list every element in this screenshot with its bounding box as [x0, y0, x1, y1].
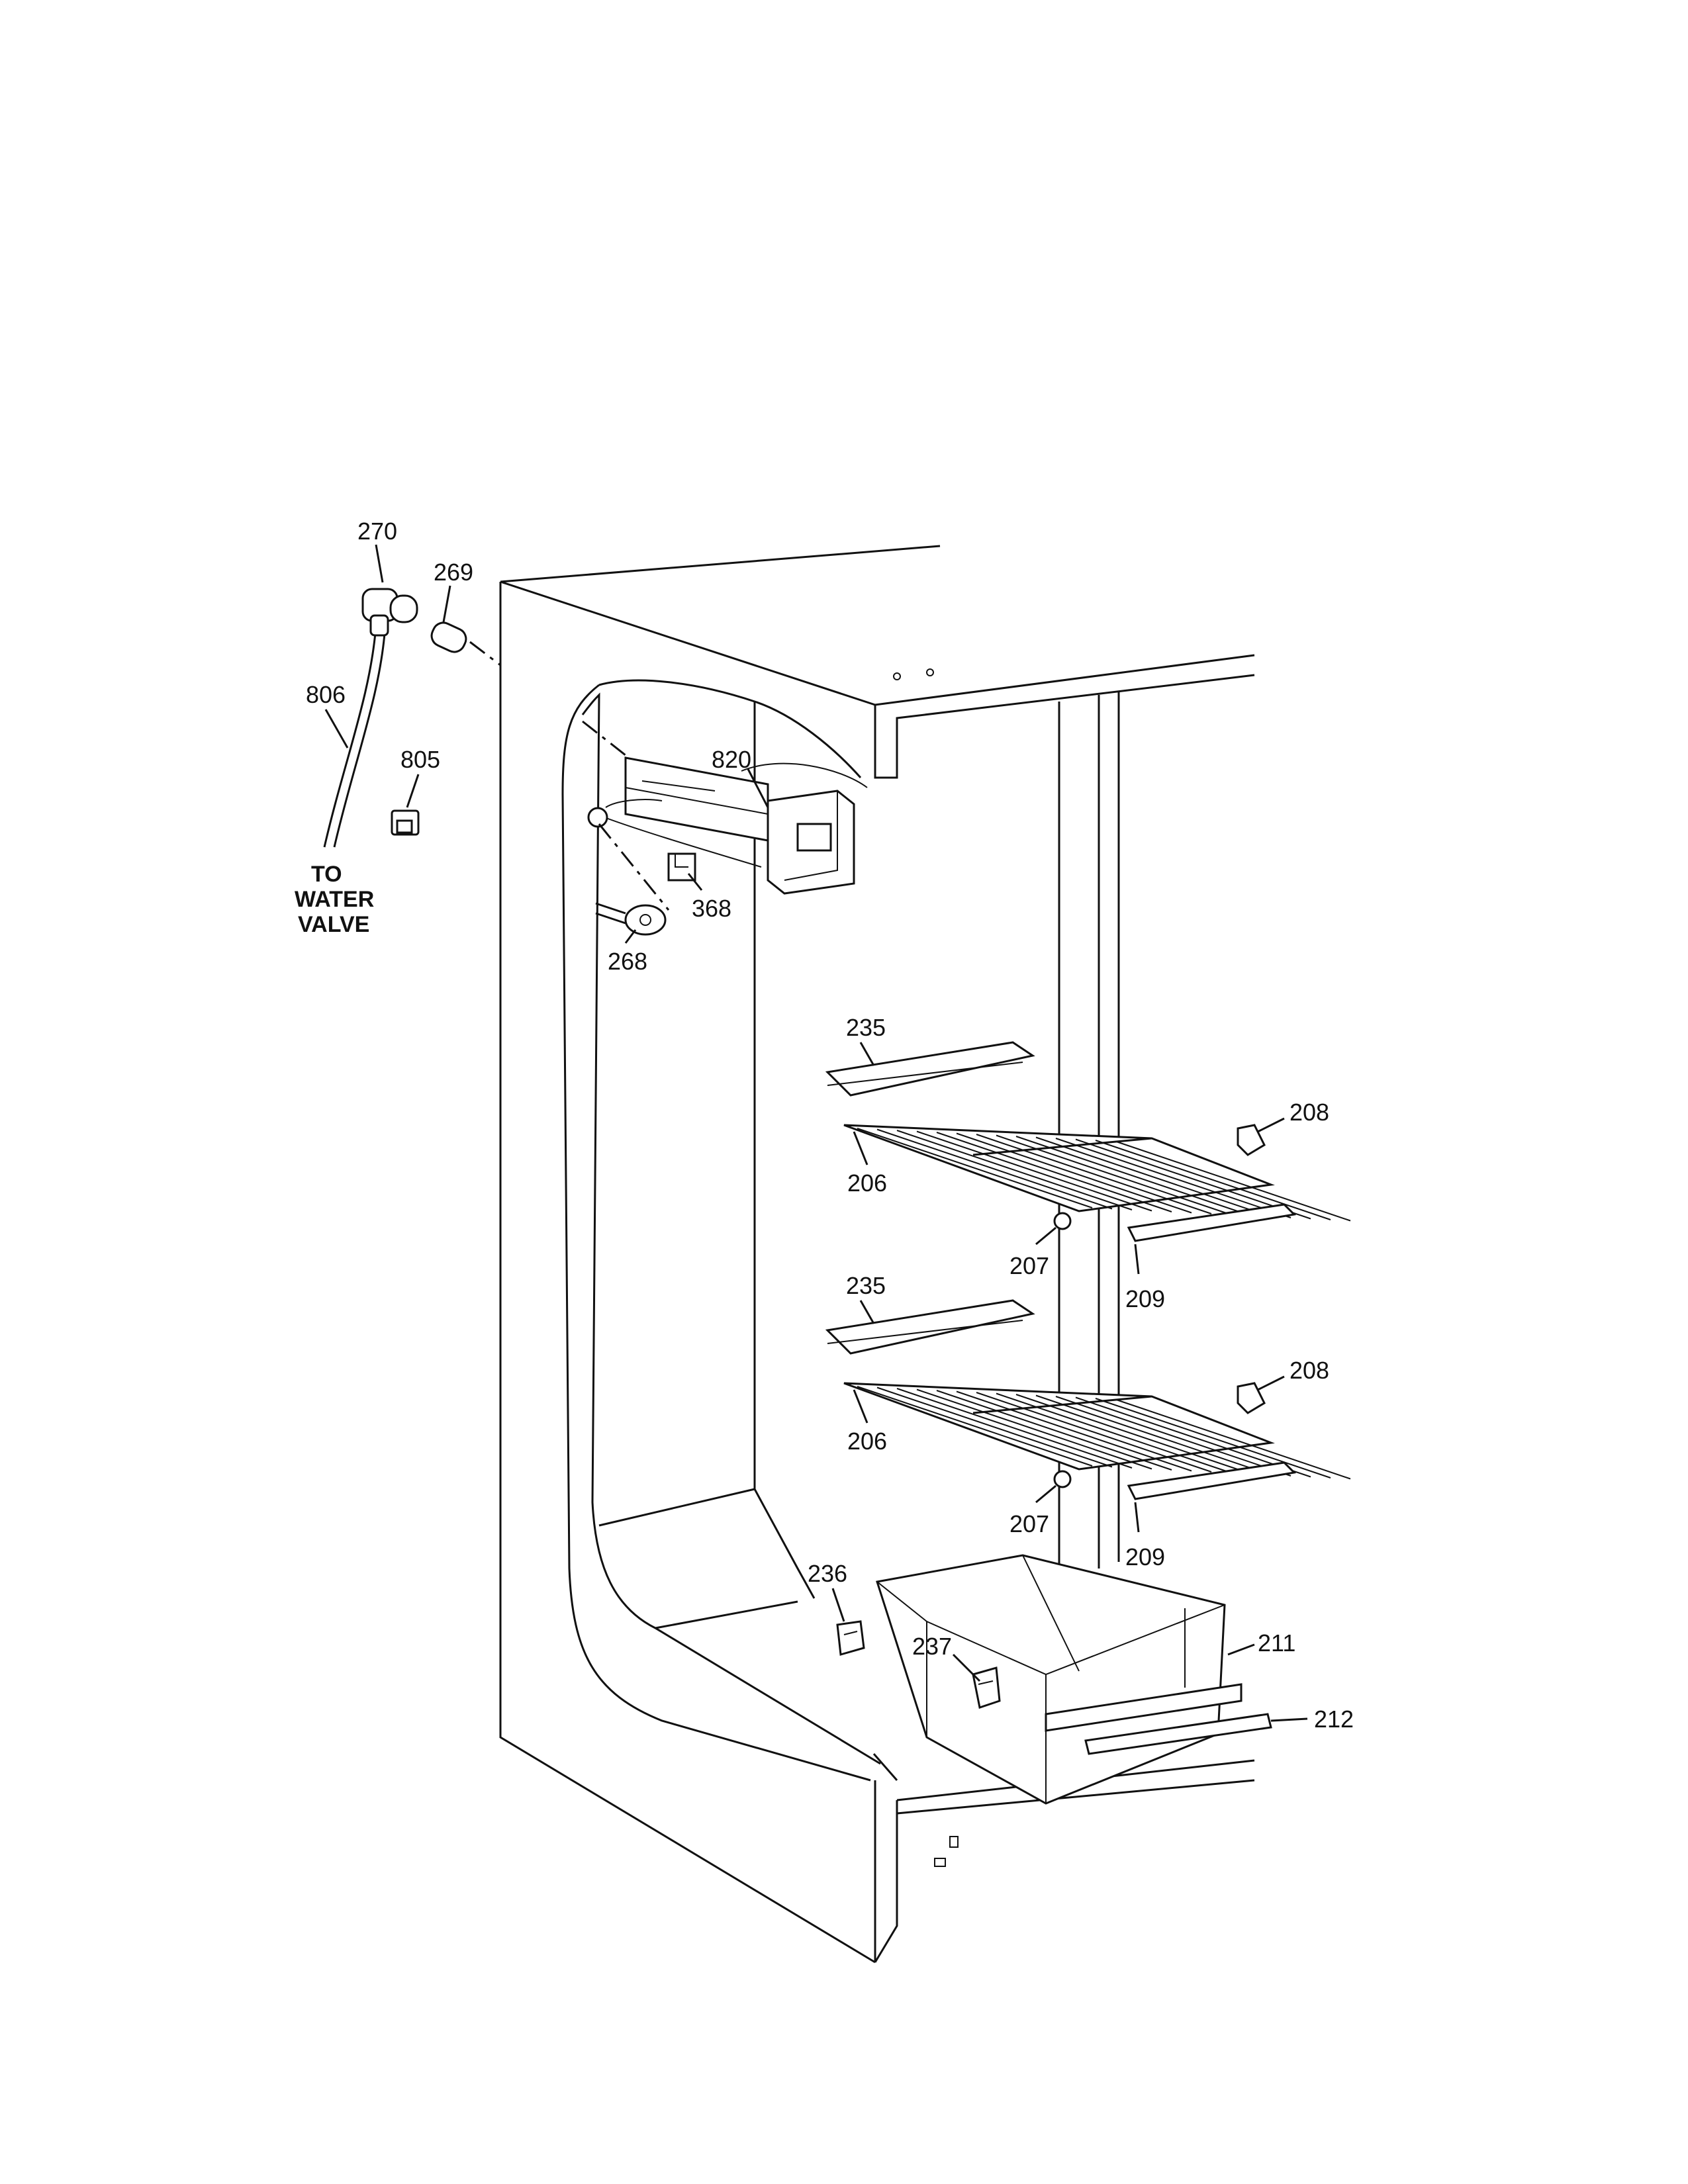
shelf-wire — [896, 1388, 1133, 1469]
fitting-270 — [361, 588, 418, 637]
callout-212: 212 — [1314, 1706, 1354, 1733]
shelf-wire — [1035, 1136, 1272, 1218]
callout-235-lower: 235 — [846, 1272, 886, 1299]
shelf-wire — [976, 1392, 1212, 1473]
callout-207-lower: 207 — [1009, 1510, 1049, 1537]
shelf-wire — [936, 1390, 1172, 1471]
shelf-wire — [1095, 1140, 1331, 1220]
water-note-line-2: WATER — [295, 887, 374, 912]
water-note-line-1: TO — [311, 862, 342, 887]
shelf-wire — [896, 1130, 1133, 1210]
shelf-wire — [936, 1132, 1172, 1212]
callout-208-upper: 208 — [1289, 1099, 1329, 1126]
callout-820: 820 — [712, 746, 751, 773]
leader-lines — [324, 544, 1308, 1722]
pan-211 — [876, 1554, 1272, 1805]
callout-labels: 270 269 806 805 820 368 268 235 206 208 … — [295, 518, 1354, 1733]
shelf-wire — [916, 1388, 1152, 1470]
callout-211: 211 — [1258, 1629, 1295, 1657]
shelf-wire — [1015, 1394, 1252, 1475]
bracket-236 — [836, 1620, 865, 1656]
shelf-wire — [976, 1134, 1212, 1214]
shelf-wire — [857, 1386, 1093, 1467]
callout-237: 237 — [912, 1633, 952, 1660]
shelf-wire — [1095, 1398, 1331, 1479]
callout-209-upper: 209 — [1125, 1285, 1165, 1312]
shelf-wire — [1055, 1138, 1291, 1218]
shelf-wire — [1035, 1394, 1272, 1476]
callout-236: 236 — [808, 1560, 847, 1587]
shelf-wire — [956, 1132, 1192, 1214]
shelf-lower — [825, 1299, 1351, 1500]
callout-209-lower: 209 — [1125, 1543, 1165, 1570]
tube-269 — [430, 621, 467, 653]
callout-269: 269 — [434, 559, 473, 586]
icemaker-820 — [587, 756, 868, 895]
callout-805: 805 — [400, 746, 440, 773]
water-tube — [323, 625, 387, 848]
clip-805 — [391, 809, 420, 836]
callout-235-upper: 235 — [846, 1014, 886, 1041]
shelf-wire — [1115, 1140, 1351, 1222]
water-note-line-3: VALVE — [298, 912, 369, 937]
callout-206-lower: 206 — [847, 1428, 887, 1455]
shelf-wire — [1015, 1136, 1252, 1216]
shelf-wire — [1115, 1398, 1351, 1480]
shelf-upper — [825, 1041, 1351, 1242]
shelf-wire — [956, 1390, 1192, 1472]
cabinet-shell — [499, 545, 1255, 1964]
shelf-wire — [876, 1387, 1113, 1468]
callout-207-upper: 207 — [1009, 1252, 1049, 1279]
shelf-wire — [1055, 1396, 1291, 1477]
bracket-237 — [972, 1666, 1001, 1709]
shelf-wire — [916, 1130, 1152, 1212]
callout-368: 368 — [692, 895, 731, 922]
callout-206-upper: 206 — [847, 1169, 887, 1197]
callout-208-lower: 208 — [1289, 1357, 1329, 1384]
shelf-wire — [876, 1128, 1113, 1210]
shutoff-arm-268 — [595, 902, 667, 936]
callout-806: 806 — [306, 681, 346, 708]
shelf-wire — [857, 1128, 1093, 1208]
callout-268: 268 — [608, 948, 647, 975]
callout-270: 270 — [357, 518, 397, 545]
